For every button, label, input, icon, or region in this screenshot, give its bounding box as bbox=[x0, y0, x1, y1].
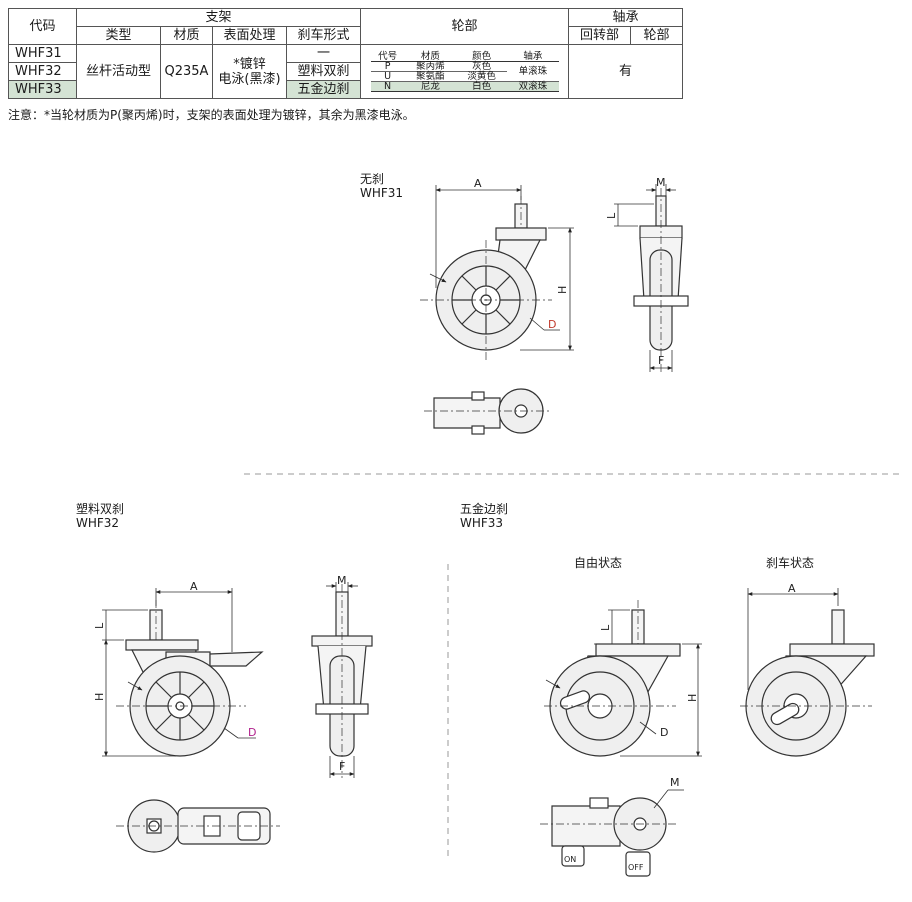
dim-m-31: M bbox=[656, 176, 666, 189]
surface-line2: 电泳(黑漆) bbox=[218, 71, 281, 87]
whf33-free-dims bbox=[545, 609, 702, 757]
whf33-top-dims bbox=[653, 789, 684, 809]
dim-l-31: L bbox=[605, 212, 618, 219]
whf33-top-view bbox=[540, 797, 676, 877]
brake-cell-highlighted: 五金边刹 bbox=[286, 80, 361, 99]
dim-h-33: H bbox=[686, 694, 699, 702]
surface-line1: *镀锌 bbox=[233, 56, 266, 72]
spec-table: 代码 支架 轮部 轴承 类型 材质 表面处理 刹车形式 回转部 轮部 WHF31… bbox=[8, 8, 683, 99]
state-brake-label: 刹车状态 bbox=[766, 556, 815, 570]
sub-cell: 双滚珠 bbox=[507, 80, 559, 92]
dim-m-33: M bbox=[670, 776, 680, 789]
dim-d-32: D bbox=[248, 726, 256, 739]
whf31-front-dims bbox=[614, 184, 676, 372]
wheel-subtable: 代号 材质 颜色 轴承 P 聚丙烯 灰色 单滚珠 U 聚氨酯 淡黄色 N bbox=[370, 51, 559, 92]
sub-cell: N bbox=[370, 80, 405, 92]
whf31-label: 无刹 WHF31 bbox=[360, 172, 403, 200]
whf31-label-line1: 无刹 bbox=[360, 172, 385, 186]
whf32-label-line1: 塑料双刹 bbox=[76, 502, 125, 516]
whf33-free-view bbox=[544, 600, 681, 757]
sub-cell: 聚氨酯 bbox=[404, 70, 456, 81]
sub-cell: 尼龙 bbox=[404, 80, 456, 92]
whf32-side-view bbox=[116, 600, 264, 757]
dim-h-31: H bbox=[556, 286, 569, 294]
dim-h-32: H bbox=[93, 693, 106, 701]
dim-f-31: F bbox=[658, 354, 664, 367]
sub-cell: P bbox=[370, 60, 405, 71]
dim-l-32: L bbox=[93, 622, 106, 629]
dim-l-33: L bbox=[599, 624, 612, 631]
whf32-front-dims bbox=[326, 582, 358, 778]
header-wheelpart: 轮部 bbox=[630, 26, 683, 45]
surface-cell: *镀锌 电泳(黑漆) bbox=[212, 44, 287, 99]
dim-a-32: A bbox=[190, 580, 198, 593]
code-cell: WHF31 bbox=[8, 44, 77, 63]
header-brake: 刹车形式 bbox=[286, 26, 361, 45]
header-code: 代码 bbox=[8, 8, 77, 45]
whf31-top-view bbox=[424, 388, 552, 435]
whf31-label-line2: WHF31 bbox=[360, 186, 404, 200]
sub-cell: 灰色 bbox=[455, 60, 508, 71]
off-label: OFF bbox=[628, 863, 644, 872]
whf31-dims bbox=[429, 185, 574, 351]
whf31-front-view bbox=[633, 188, 689, 372]
whf32-dims bbox=[102, 588, 256, 757]
whf32-top-view bbox=[116, 799, 280, 853]
whf32-label: 塑料双刹 WHF32 bbox=[76, 502, 124, 530]
whf33-label: 五金边刹 WHF33 bbox=[460, 502, 508, 530]
whf32-front-view bbox=[311, 584, 373, 778]
whf33-label-line2: WHF33 bbox=[460, 516, 504, 530]
type-cell: 丝杆活动型 bbox=[76, 44, 161, 99]
sub-cell: 聚丙烯 bbox=[404, 60, 456, 71]
whf31-side-view bbox=[420, 196, 552, 360]
code-cell-highlighted: WHF33 bbox=[8, 80, 77, 99]
material-cell: Q235A bbox=[160, 44, 213, 99]
state-free-label: 自由状态 bbox=[574, 556, 623, 570]
bearing-cell: 有 bbox=[568, 44, 683, 99]
sub-cell: U bbox=[370, 70, 405, 81]
whf33-brake-view bbox=[740, 609, 875, 757]
header-surface: 表面处理 bbox=[212, 26, 287, 45]
dim-f-32: F bbox=[339, 760, 345, 773]
whf32-label-line2: WHF32 bbox=[76, 516, 120, 530]
sub-cell-bearing: 单滚珠 bbox=[507, 60, 559, 81]
whf33-label-line1: 五金边刹 bbox=[460, 502, 509, 516]
note-text: 注意：*当轮材质为P(聚丙烯)时，支架的表面处理为镀锌，其余为黑漆电泳。 bbox=[8, 108, 415, 122]
dim-a-33: A bbox=[788, 582, 796, 595]
whf33-brake-dims bbox=[747, 588, 839, 690]
sub-cell: 白色 bbox=[455, 80, 508, 92]
sub-cell: 淡黄色 bbox=[455, 70, 508, 81]
dim-a-31: A bbox=[474, 177, 482, 190]
dim-d-31: D bbox=[548, 318, 556, 331]
on-label: ON bbox=[564, 855, 576, 864]
wheel-subtable-cell: 代号 材质 颜色 轴承 P 聚丙烯 灰色 单滚珠 U 聚氨酯 淡黄色 N bbox=[360, 44, 569, 99]
dim-m-32: M bbox=[337, 574, 347, 587]
dim-d-33: D bbox=[660, 726, 668, 739]
